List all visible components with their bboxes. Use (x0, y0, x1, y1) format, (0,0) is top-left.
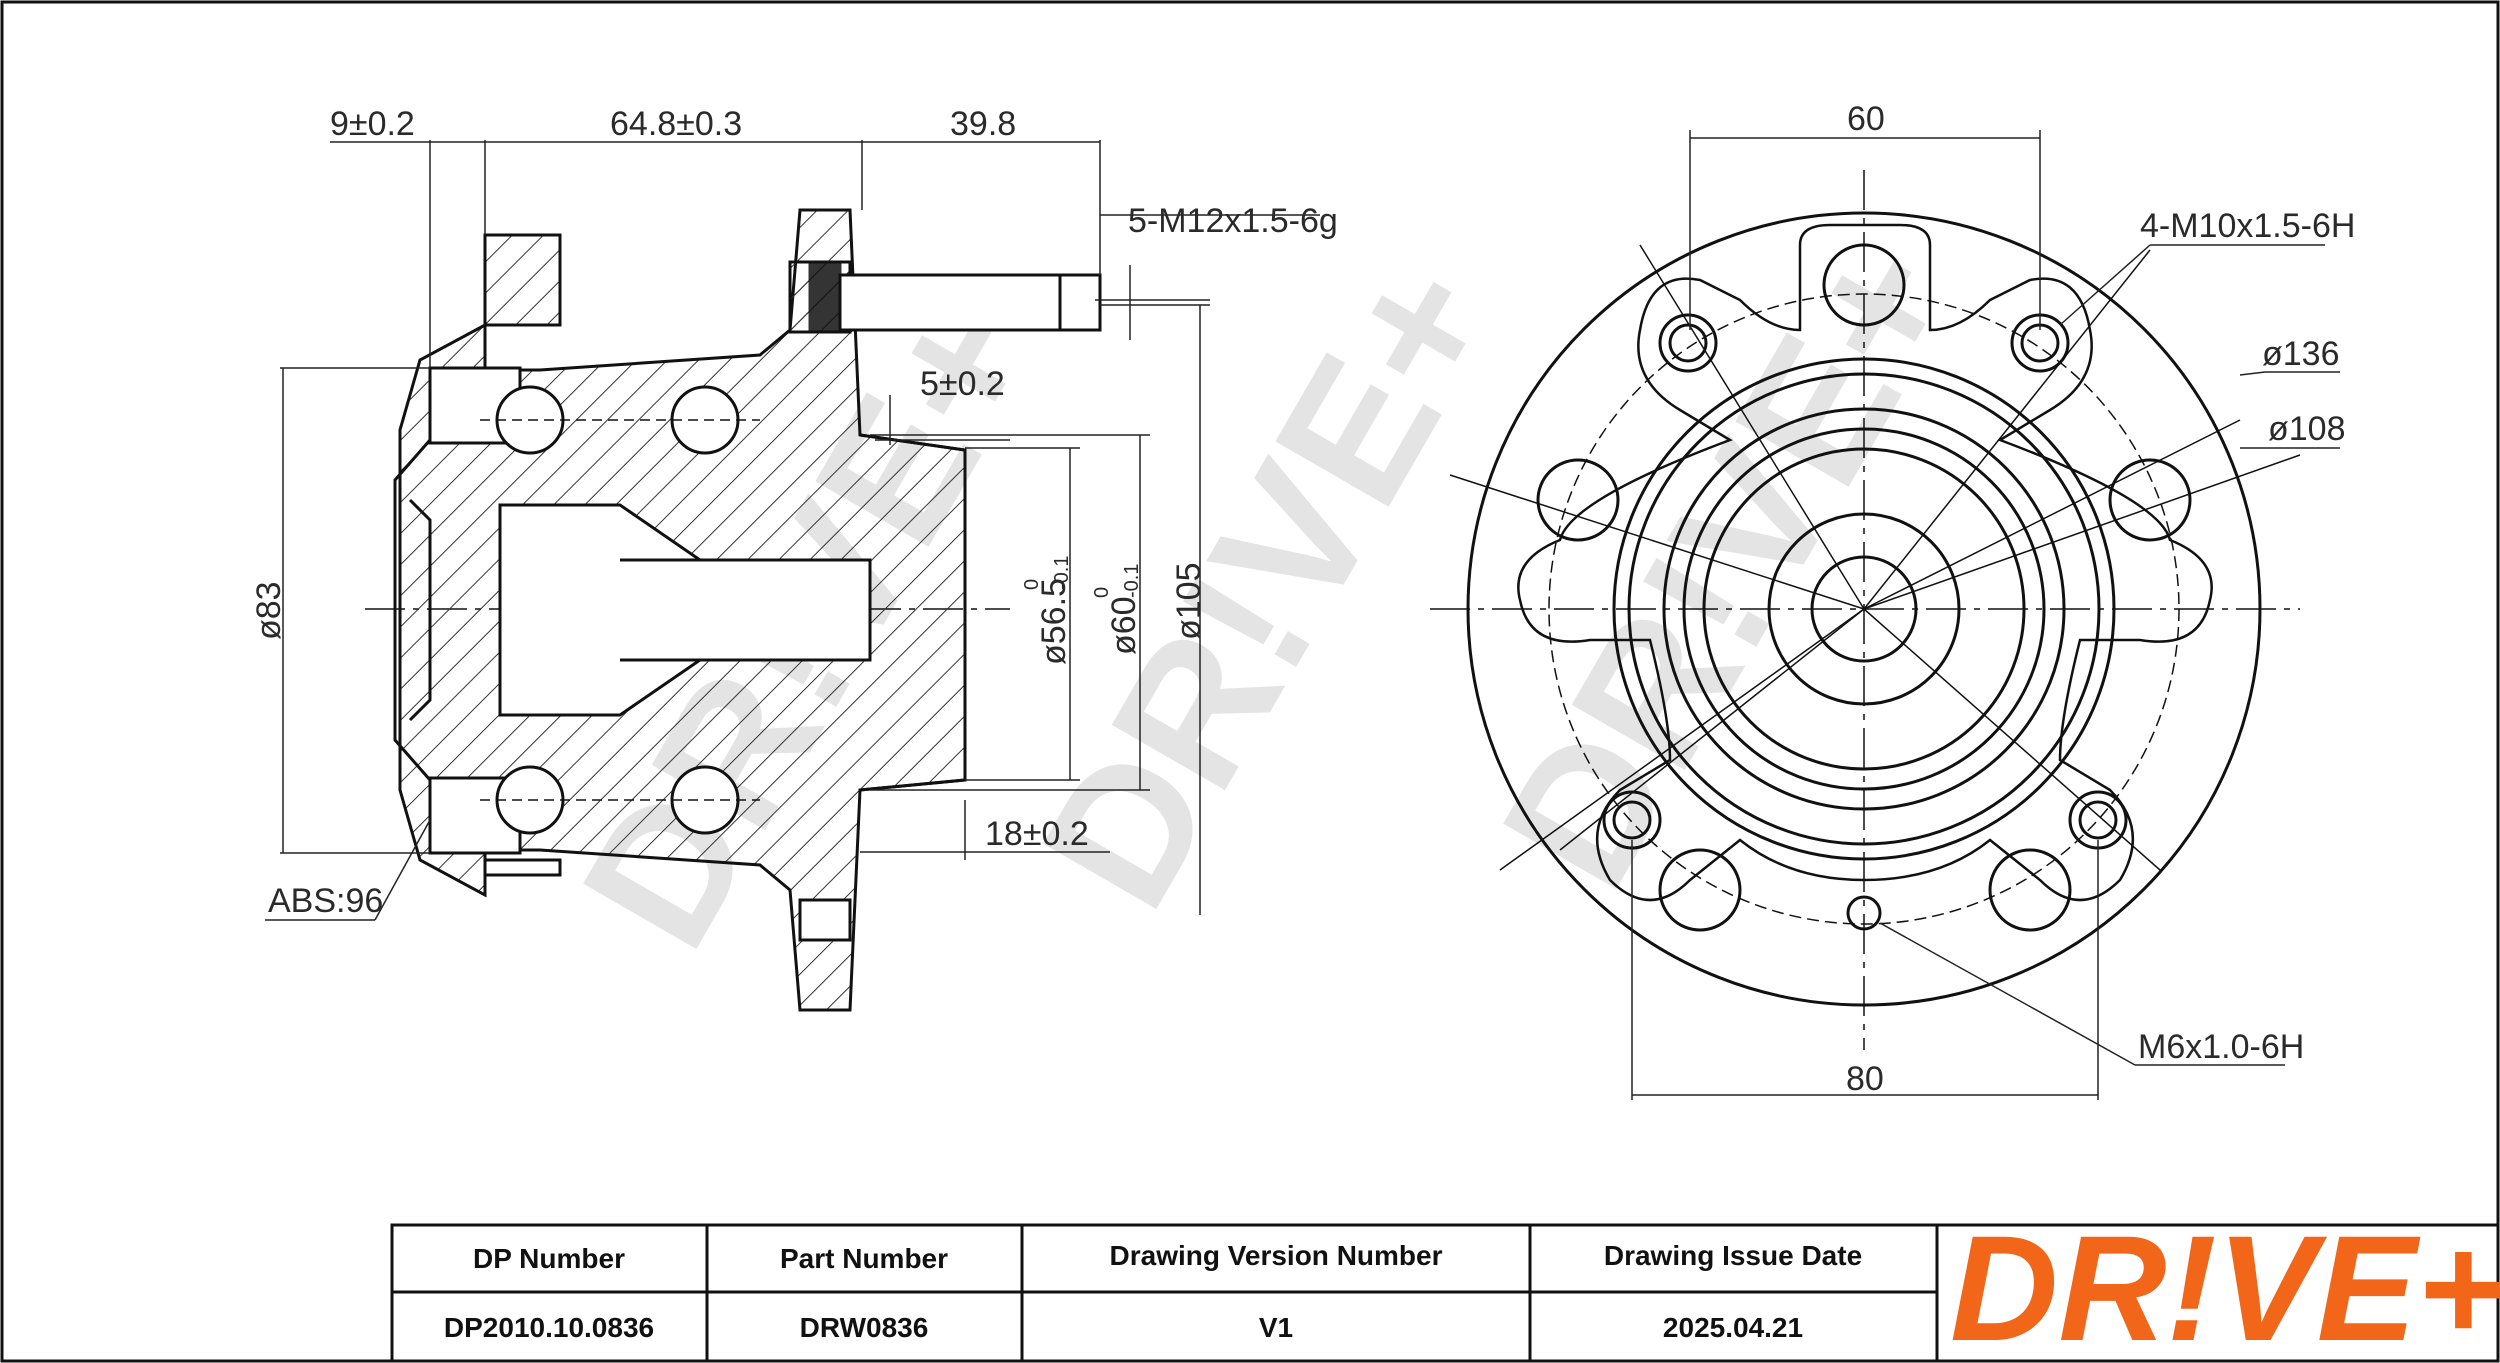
value-part-number: DRW0836 (800, 1312, 929, 1343)
header-issue-date: Drawing Issue Date (1604, 1240, 1862, 1271)
drive-logo: DR!VE+ (1950, 1204, 2500, 1363)
dim-64-8: 64.8±0.3 (610, 105, 742, 143)
dim-front-m6: M6x1.0-6H (2138, 1028, 2304, 1066)
header-part-number: Part Number (780, 1243, 948, 1274)
value-dp-number: DP2010.10.0836 (444, 1312, 654, 1343)
header-drawing-version: Drawing Version Number (1110, 1240, 1443, 1271)
dim-front-dia-108: ø108 (2268, 410, 2346, 448)
dim-18: 18±0.2 (985, 815, 1089, 853)
dim-dia-105: ø105 (1170, 563, 1208, 641)
dim-front-bolt-thread: 4-M10x1.5-6H (2140, 207, 2355, 245)
dim-front-dia-136: ø136 (2262, 335, 2340, 373)
dim-abs: ABS:96 (268, 882, 383, 920)
side-dimension-lines (265, 140, 1320, 921)
dim-dia-56-5-tol-upper: 0 (1021, 579, 1043, 590)
title-block (390, 1223, 2500, 1363)
dim-stud-thread: 5-M12x1.5-6g (1128, 202, 1338, 240)
value-drawing-version: V1 (1259, 1312, 1293, 1343)
front-dimension-lines (1631, 130, 2340, 1100)
dim-dia-56-5-tol-lower: -0.1 (1051, 556, 1073, 590)
dim-dia-56-5: ø56.5 (1035, 578, 1073, 665)
dim-front-80: 80 (1846, 1060, 1884, 1098)
front-view (1430, 170, 2301, 1050)
dim-front-60: 60 (1847, 100, 1885, 138)
dim-39-8: 39.8 (950, 105, 1016, 143)
value-issue-date: 2025.04.21 (1663, 1312, 1803, 1343)
header-dp-number: DP Number (473, 1243, 625, 1274)
dim-dia-60-tol-lower: -0.1 (1121, 564, 1143, 598)
dim-dia-60-tol-upper: 0 (1091, 587, 1113, 598)
side-section-view (365, 208, 1102, 1012)
dim-5: 5±0.2 (920, 365, 1005, 403)
dim-dia-83: ø83 (250, 581, 288, 640)
dim-dia-60: ø60 (1105, 596, 1143, 655)
dim-9: 9±0.2 (330, 105, 415, 143)
watermark-right: DR!VE+ (1462, 206, 1997, 920)
